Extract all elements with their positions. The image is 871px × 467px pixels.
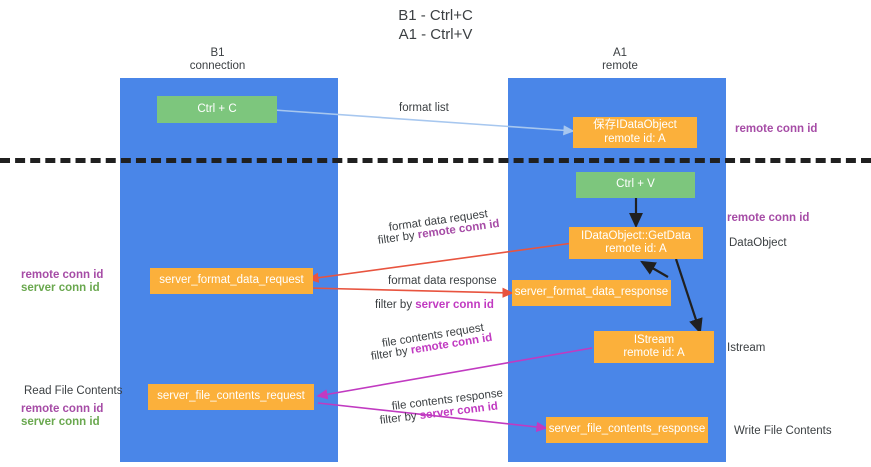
edge-label-format-data-response-filter: filter by server conn id	[375, 298, 494, 312]
node-ctrl-v[interactable]: Ctrl + V	[576, 172, 695, 198]
node-ctrl-c[interactable]: Ctrl + C	[157, 96, 277, 123]
filter-key-server-conn-id-1: server conn id	[415, 299, 494, 311]
annotation-write-file-contents: Write File Contents	[734, 425, 832, 437]
node-server-file-contents-request[interactable]: server_file_contents_request	[148, 384, 314, 410]
node-idataobject-store[interactable]: 保存IDataObject remote id: A	[573, 117, 697, 148]
annotation-remote-conn-id-mid: remote conn id	[727, 212, 810, 224]
annotation-read-file-contents: Read File Contents	[24, 385, 123, 397]
filter-prefix-3: filter by	[370, 344, 412, 363]
annotation-dataobject: DataObject	[729, 237, 787, 249]
edge-label-format-data-response: format data response	[388, 275, 497, 287]
filter-prefix-1: filter by	[377, 229, 419, 247]
annotation-istream: Istream	[727, 342, 766, 354]
filter-prefix-4: filter by	[379, 410, 421, 427]
annotation-left-remote-conn-id-2: remote conn id	[21, 403, 104, 415]
filter-prefix-2: filter by	[375, 299, 416, 311]
annotation-left-remote-conn-id: remote conn id	[21, 269, 104, 281]
phase-divider	[0, 158, 871, 163]
node-server-file-contents-response[interactable]: server_file_contents_response	[546, 417, 708, 443]
node-server-format-data-request[interactable]: server_format_data_request	[150, 268, 313, 294]
page-title: B1 - Ctrl+C A1 - Ctrl+V	[398, 7, 473, 43]
annotation-remote-conn-id-top: remote conn id	[735, 123, 818, 135]
annotation-left-server-conn-id: server conn id	[21, 282, 100, 294]
edge-label-format-list: format list	[399, 102, 449, 114]
annotation-left-server-conn-id-2: server conn id	[21, 416, 100, 428]
node-istream[interactable]: IStream remote id: A	[594, 331, 714, 363]
node-idataobject-getdata[interactable]: IDataObject::GetData remote id: A	[569, 227, 703, 259]
column-header-b1: B1 connection	[189, 47, 246, 72]
node-server-format-data-response[interactable]: server_format_data_response	[512, 280, 671, 306]
column-header-a1: A1 remote	[602, 47, 638, 72]
